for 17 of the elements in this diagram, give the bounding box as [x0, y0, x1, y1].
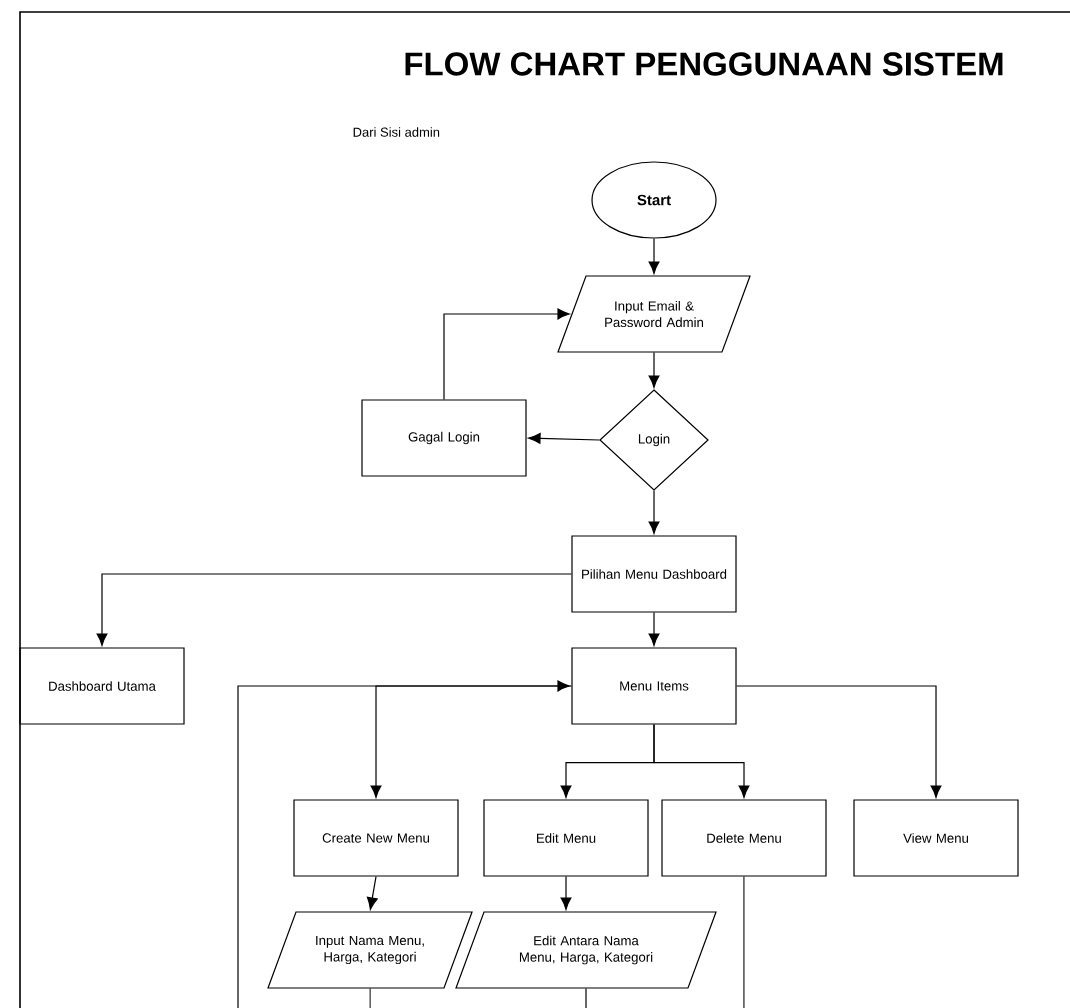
arrow [648, 490, 660, 534]
arrow [560, 876, 572, 910]
arrow [443, 308, 570, 400]
title: FLOW CHART PENGGUNAAN SISTEM [405, 52, 1003, 76]
arrow [96, 573, 572, 646]
arrow [370, 685, 572, 798]
arrow [237, 680, 570, 1008]
connector-line [369, 988, 371, 1008]
arrow [648, 352, 660, 388]
arrow [366, 876, 378, 910]
arrow [648, 612, 660, 646]
arrow [736, 685, 942, 798]
connector-line [585, 988, 587, 1008]
arrow [528, 432, 600, 444]
connector-line [743, 876, 745, 1008]
arrow [648, 238, 660, 274]
arrow [653, 724, 750, 798]
